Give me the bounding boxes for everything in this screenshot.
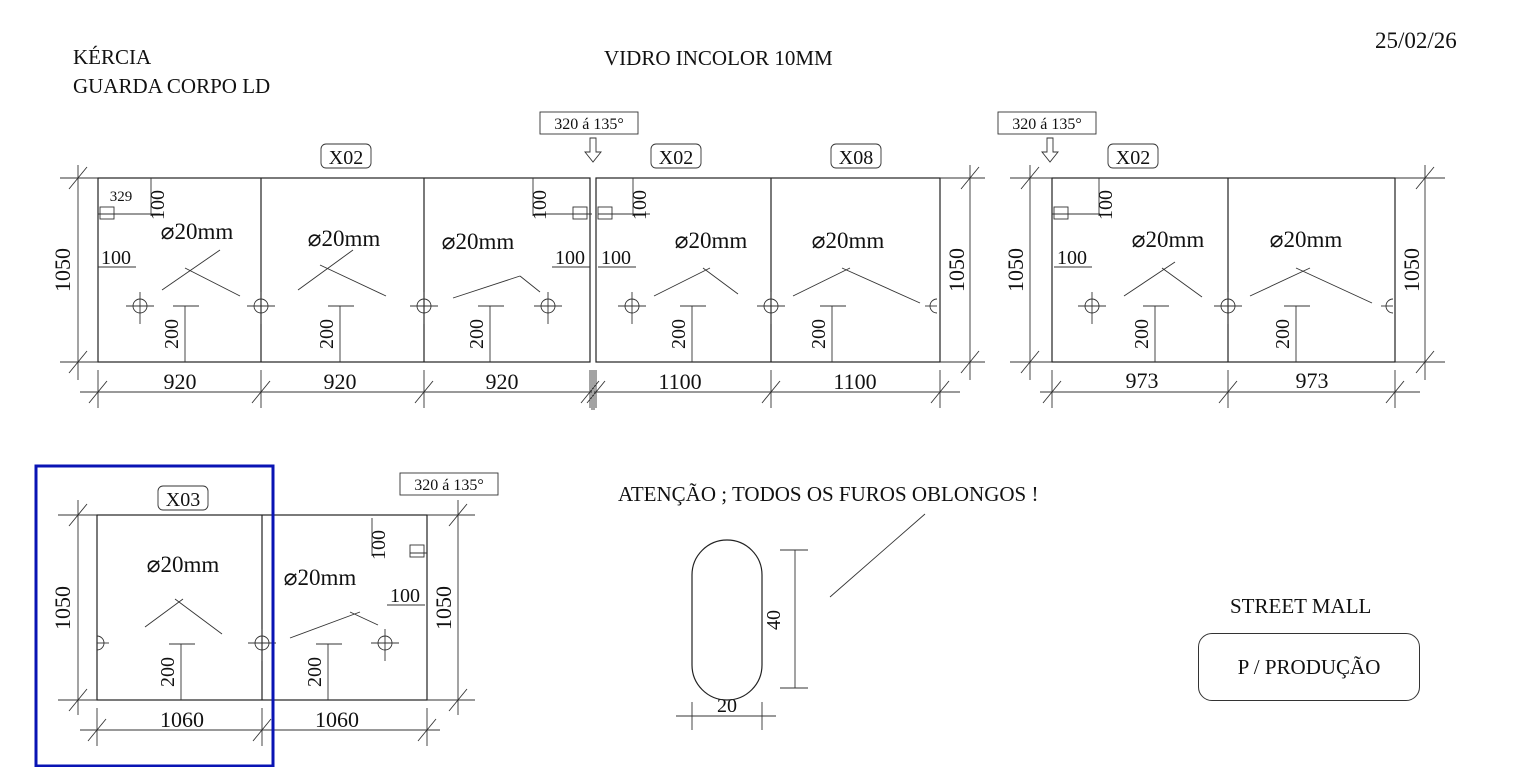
hole-marker xyxy=(410,292,438,324)
width-label: 1060 xyxy=(160,707,204,732)
offset-100-label: 100 xyxy=(555,247,585,269)
width-label: 973 xyxy=(1296,368,1329,393)
hole-marker xyxy=(757,292,785,324)
dimension-texts: 920 920 920 1100 1100 973 973 1060 1060 1050 1050 1… xyxy=(50,189,1424,732)
panel-code: X02 xyxy=(329,147,363,169)
hole-marker xyxy=(248,629,276,661)
oblong-length-label: 40 xyxy=(763,610,785,630)
offset-200-label: 200 xyxy=(466,319,488,349)
width-label: 920 xyxy=(486,369,519,394)
hole-marker xyxy=(1214,292,1242,324)
status-box: P / PRODUÇÃO xyxy=(1198,633,1420,701)
hole-diameter-label: ⌀20mm xyxy=(1270,227,1343,252)
width-label: 1100 xyxy=(833,369,876,394)
holes xyxy=(96,292,1394,661)
oblong-hole-detail xyxy=(676,513,926,730)
height-label: 1050 xyxy=(431,586,456,630)
half-hole-marker xyxy=(96,635,109,651)
product-name: GUARDA CORPO LD xyxy=(73,74,271,98)
hole-diameter-label: ⌀20mm xyxy=(442,229,515,254)
offset-100-label: 100 xyxy=(1057,247,1087,269)
dimension-ticks xyxy=(68,166,1435,746)
hole-diameter-label: ⌀20mm xyxy=(161,219,234,244)
height-label: 1050 xyxy=(1003,248,1028,292)
panel-code: X02 xyxy=(1116,147,1150,169)
height-label: 1050 xyxy=(50,586,75,630)
panel-code-badge: X03 xyxy=(157,485,209,511)
panel-group-b xyxy=(595,177,941,363)
hole-diameter-label: ⌀20mm xyxy=(308,226,381,251)
panel-group-c xyxy=(1051,177,1396,363)
oblong-width-label: 20 xyxy=(717,695,737,717)
angle-callout: 320 á 135° xyxy=(539,111,639,163)
panel-code-badge: X02 xyxy=(650,143,702,169)
offset-100-label: 100 xyxy=(1095,190,1117,220)
panel-code-badge: X08 xyxy=(830,143,882,169)
half-hole-marker xyxy=(925,298,938,314)
panel-code: X02 xyxy=(659,147,693,169)
hole-diameter-label: ⌀20mm xyxy=(675,228,748,253)
hole-marker xyxy=(247,292,275,324)
panel-code-badge: X02 xyxy=(320,143,372,169)
offset-100-label: 100 xyxy=(147,190,169,220)
project-name: STREET MALL xyxy=(1230,594,1372,618)
dimension-lines xyxy=(58,165,1445,731)
angle-callout: 320 á 135° xyxy=(399,472,499,496)
drawing-date: 25/02/26 xyxy=(1375,28,1457,53)
hole-marker xyxy=(371,629,399,661)
offset-200-label: 200 xyxy=(668,319,690,349)
hole-marker xyxy=(618,292,646,324)
height-label: 1050 xyxy=(944,248,969,292)
offset-200-label: 200 xyxy=(808,319,830,349)
panel-group-a xyxy=(97,177,591,363)
panel-code-badge: X02 xyxy=(1107,143,1159,169)
offset-200-label: 200 xyxy=(316,319,338,349)
status-label: P / PRODUÇÃO xyxy=(1237,655,1381,679)
glass-spec: VIDRO INCOLOR 10MM xyxy=(604,46,833,70)
offset-100-label: 100 xyxy=(390,585,420,607)
hole-marker xyxy=(126,292,154,324)
offset-100-label: 100 xyxy=(368,530,390,560)
oblong-note: ATENÇÃO ; TODOS OS FUROS OBLONGOS ! xyxy=(618,482,1039,506)
panel-group-d xyxy=(96,514,428,701)
offset-100-label: 100 xyxy=(101,247,131,269)
angle-note: 320 á 135° xyxy=(414,477,484,494)
angle-note: 320 á 135° xyxy=(1012,116,1082,133)
hole-marker xyxy=(534,292,562,324)
width-label: 920 xyxy=(324,369,357,394)
height-label: 1050 xyxy=(50,248,75,292)
offset-329-label: 329 xyxy=(110,189,133,205)
hole-diameter-label: ⌀20mm xyxy=(147,552,220,577)
width-label: 1060 xyxy=(315,707,359,732)
angle-note: 320 á 135° xyxy=(554,116,624,133)
offset-200-label: 200 xyxy=(157,657,179,687)
panel-code: X03 xyxy=(166,489,200,511)
width-label: 973 xyxy=(1126,368,1159,393)
hole-diameter-label: ⌀20mm xyxy=(812,228,885,253)
offset-100-label: 100 xyxy=(529,190,551,220)
width-label: 920 xyxy=(164,369,197,394)
width-label: 1100 xyxy=(658,369,701,394)
leader-lines xyxy=(144,249,1373,639)
selection-box[interactable] xyxy=(34,464,275,767)
offset-100-label: 100 xyxy=(601,247,631,269)
offset-200-label: 200 xyxy=(1272,319,1294,349)
angle-callout: 320 á 135° xyxy=(997,111,1097,163)
panel-code: X08 xyxy=(839,147,873,169)
hole-marker xyxy=(1078,292,1106,324)
client-name: KÉRCIA xyxy=(73,45,152,69)
offset-200-label: 200 xyxy=(161,319,183,349)
height-label: 1050 xyxy=(1399,248,1424,292)
half-hole-marker xyxy=(1381,298,1394,314)
hole-diameter-label: ⌀20mm xyxy=(1132,227,1205,252)
offset-100-label: 100 xyxy=(629,190,651,220)
offset-200-label: 200 xyxy=(304,657,326,687)
hole-diameter-label: ⌀20mm xyxy=(284,565,357,590)
offset-200-label: 200 xyxy=(1131,319,1153,349)
